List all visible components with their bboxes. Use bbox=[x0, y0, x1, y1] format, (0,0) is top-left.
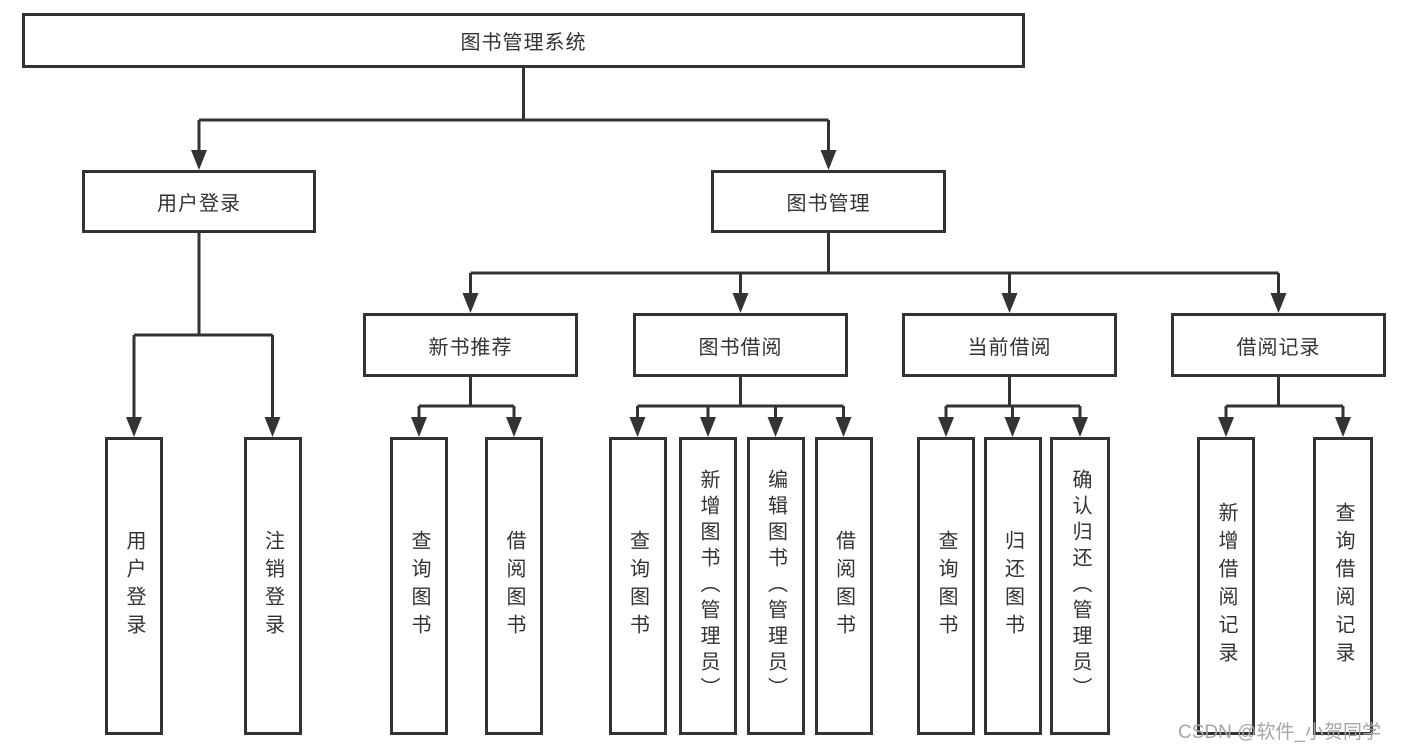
node-book-borrowing: 图书借阅 bbox=[633, 313, 848, 377]
connector-book-borrow-branch bbox=[636, 377, 845, 419]
node-library-system: 图书管理系统 bbox=[22, 13, 1025, 68]
leaf-label: 注销登录 bbox=[261, 530, 284, 642]
arrowhead bbox=[732, 293, 749, 313]
leaf-query-books-borrow: 查询图书 bbox=[608, 437, 667, 735]
arrowhead bbox=[264, 417, 281, 437]
leaf-query-books-recommend: 查询图书 bbox=[390, 437, 448, 735]
leaf-label: 查询图书 bbox=[935, 530, 957, 642]
arrowhead bbox=[1004, 417, 1021, 437]
leaf-label: 查询借阅记录 bbox=[1332, 502, 1354, 670]
leaf-label: 查询图书 bbox=[626, 530, 649, 642]
leaf-label: 确认归还（管理员） bbox=[1069, 469, 1091, 703]
arrowhead bbox=[506, 417, 522, 437]
connector-current-borrow-branch bbox=[944, 377, 1082, 419]
leaf-borrow-books-recommend: 借阅图书 bbox=[485, 437, 543, 735]
leaf-label: 新增图书（管理员） bbox=[697, 469, 719, 703]
arrowhead bbox=[835, 417, 852, 437]
arrowheads bbox=[126, 150, 1351, 437]
arrowhead bbox=[767, 417, 784, 437]
arrowhead bbox=[411, 417, 427, 437]
leaf-add-books-admin: 新增图书（管理员） bbox=[679, 437, 737, 735]
leaf-edit-books-admin: 编辑图书（管理员） bbox=[746, 437, 805, 735]
arrowhead bbox=[1001, 293, 1018, 313]
leaf-label: 归还图书 bbox=[1001, 530, 1024, 642]
connector-book-mgmt-branch bbox=[469, 233, 1280, 295]
node-borrowing-records: 借阅记录 bbox=[1171, 313, 1386, 377]
leaf-return-books: 归还图书 bbox=[983, 437, 1042, 735]
arrowhead bbox=[462, 293, 479, 313]
leaf-user-login: 用户登录 bbox=[105, 437, 163, 735]
arrowhead bbox=[126, 417, 142, 437]
connector-new-book-branch bbox=[417, 377, 516, 419]
leaf-borrow-books: 借阅图书 bbox=[814, 437, 873, 735]
arrowhead bbox=[629, 417, 646, 437]
connector-root-to-level2 bbox=[197, 68, 830, 152]
leaf-label: 新增借阅记录 bbox=[1215, 502, 1237, 670]
leaf-label: 查询图书 bbox=[408, 530, 430, 642]
arrowhead bbox=[1335, 417, 1351, 437]
arrowhead bbox=[1218, 417, 1234, 437]
node-new-book-recommendation: 新书推荐 bbox=[363, 313, 578, 377]
arrowhead bbox=[700, 417, 716, 437]
arrowhead bbox=[1072, 417, 1088, 437]
leaf-label: 借阅图书 bbox=[503, 530, 525, 642]
leaf-query-books-current: 查询图书 bbox=[917, 437, 975, 735]
connector-user-login-branch bbox=[132, 233, 274, 419]
node-current-borrowing: 当前借阅 bbox=[902, 313, 1117, 377]
arrowhead bbox=[938, 417, 954, 437]
arrowhead bbox=[820, 150, 837, 170]
connector-borrow-records-branch bbox=[1224, 377, 1345, 419]
leaf-query-borrow-record: 查询借阅记录 bbox=[1313, 437, 1373, 735]
leaf-logout: 注销登录 bbox=[243, 437, 302, 735]
arrowhead bbox=[191, 150, 207, 170]
leaf-confirm-return-admin: 确认归还（管理员） bbox=[1050, 437, 1110, 735]
leaf-add-borrow-record: 新增借阅记录 bbox=[1197, 437, 1255, 735]
leaf-label: 借阅图书 bbox=[832, 530, 855, 642]
leaf-label: 编辑图书（管理员） bbox=[764, 469, 787, 703]
arrowhead bbox=[1270, 293, 1287, 313]
node-book-management: 图书管理 bbox=[711, 170, 946, 233]
node-user-login: 用户登录 bbox=[82, 170, 316, 233]
watermark: CSDN @软件_小贺同学 bbox=[1178, 722, 1381, 743]
leaf-label: 用户登录 bbox=[123, 530, 145, 642]
